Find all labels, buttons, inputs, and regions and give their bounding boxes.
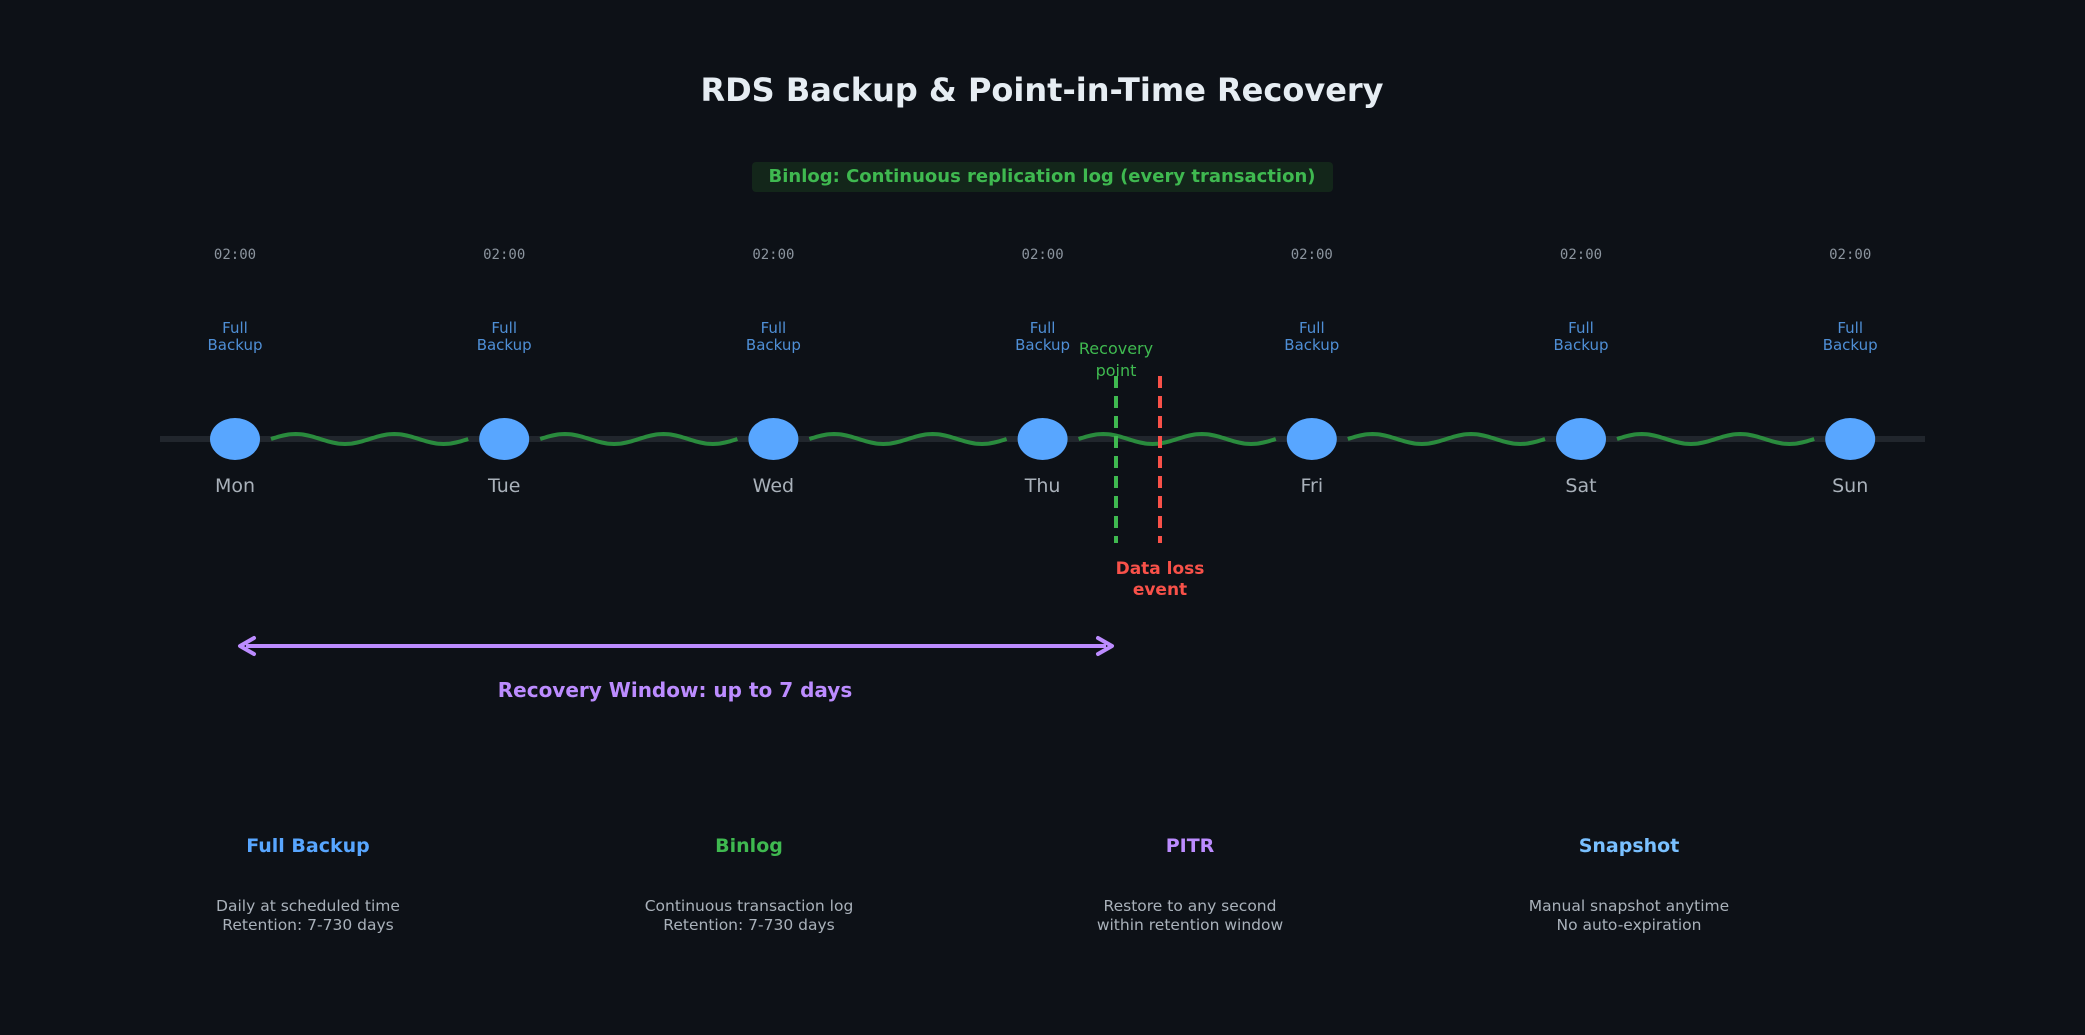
backup-type-label-line2: Backup (477, 336, 532, 354)
binlog-banner: Binlog: Continuous replication log (ever… (752, 162, 1333, 192)
binlog-wave-segment (1616, 431, 1815, 447)
backup-time-label: 02:00 (1022, 247, 1064, 263)
page-title: RDS Backup & Point-in-Time Recovery (700, 71, 1383, 109)
legend-description: Daily at scheduled time (216, 897, 400, 915)
day-label: Fri (1300, 475, 1323, 497)
recovery-point-label-line2: point (1096, 361, 1137, 380)
backup-type-label: Full (1568, 319, 1594, 337)
backup-type-label: Full (1299, 319, 1325, 337)
binlog-wave-segment (1347, 431, 1546, 447)
legend-title: Snapshot (1579, 835, 1680, 857)
legend-title: Full Backup (246, 835, 370, 857)
legend-description-line2: Retention: 7-730 days (663, 916, 834, 934)
day-label: Sat (1565, 475, 1596, 497)
recovery-window-arrowhead-right (1096, 636, 1114, 656)
backup-type-label-line2: Backup (1284, 336, 1339, 354)
backup-type-label-line2: Backup (208, 336, 263, 354)
full-backup-node (479, 418, 530, 460)
legend-title: Binlog (715, 835, 783, 857)
full-backup-node (1825, 418, 1876, 460)
backup-type-label-line2: Backup (1015, 336, 1070, 354)
legend-description-line2: Retention: 7-730 days (222, 916, 393, 934)
backup-type-label: Full (491, 319, 517, 337)
backup-type-label: Full (761, 319, 787, 337)
full-backup-node (210, 418, 260, 460)
backup-type-label-line2: Backup (1554, 336, 1609, 354)
backup-time-label: 02:00 (1291, 247, 1333, 263)
full-backup-node (1286, 418, 1337, 460)
day-columns: 02:00FullBackupMon02:00FullBackupTue02:0… (208, 247, 1878, 497)
binlog-banner-background (752, 162, 1333, 192)
data-loss-label-line2: event (1133, 580, 1187, 600)
day-label: Sun (1832, 475, 1868, 497)
binlog-wave-segment (1077, 431, 1277, 447)
data-loss-label: Data loss (1116, 559, 1205, 579)
recovery-window-label: Recovery Window: up to 7 days (498, 678, 852, 702)
backup-time-label: 02:00 (1560, 247, 1602, 263)
legend-title: PITR (1166, 835, 1215, 857)
backup-time-label: 02:00 (752, 247, 794, 263)
backup-type-label-line2: Backup (1823, 336, 1878, 354)
backup-time-label: 02:00 (1829, 247, 1871, 263)
legend-description-line2: No auto-expiration (1557, 916, 1702, 934)
binlog-wave-segment (270, 431, 469, 447)
legend-description-line2: within retention window (1097, 916, 1284, 934)
binlog-wave-segment (539, 431, 739, 447)
recovery-window: Recovery Window: up to 7 days (238, 636, 1114, 702)
day-label: Thu (1024, 475, 1061, 497)
backup-type-label: Full (222, 319, 248, 337)
binlog-wave-segment (808, 431, 1008, 447)
recovery-window-arrowhead-left (238, 636, 256, 656)
backup-type-label-line2: Backup (746, 336, 801, 354)
legend-description: Restore to any second (1104, 897, 1277, 915)
day-label: Tue (487, 475, 520, 497)
data-loss-marker: Data loss event (1116, 376, 1205, 600)
binlog-banner-label: Binlog: Continuous replication log (ever… (769, 166, 1316, 187)
binlog-waves (270, 431, 1815, 447)
backup-type-label: Full (1837, 319, 1863, 337)
day-label: Mon (215, 475, 255, 497)
legend-description: Continuous transaction log (645, 897, 854, 915)
full-backup-node (748, 418, 799, 460)
day-label: Wed (753, 475, 794, 497)
legend-description: Manual snapshot anytime (1529, 897, 1729, 915)
backup-time-label: 02:00 (214, 247, 256, 263)
recovery-point-label: Recovery (1079, 339, 1153, 358)
recovery-point-marker: Recovery point (1079, 339, 1153, 543)
full-backup-node (1556, 418, 1606, 460)
full-backup-node (1017, 418, 1068, 460)
backup-time-label: 02:00 (483, 247, 525, 263)
backup-type-label: Full (1030, 319, 1056, 337)
